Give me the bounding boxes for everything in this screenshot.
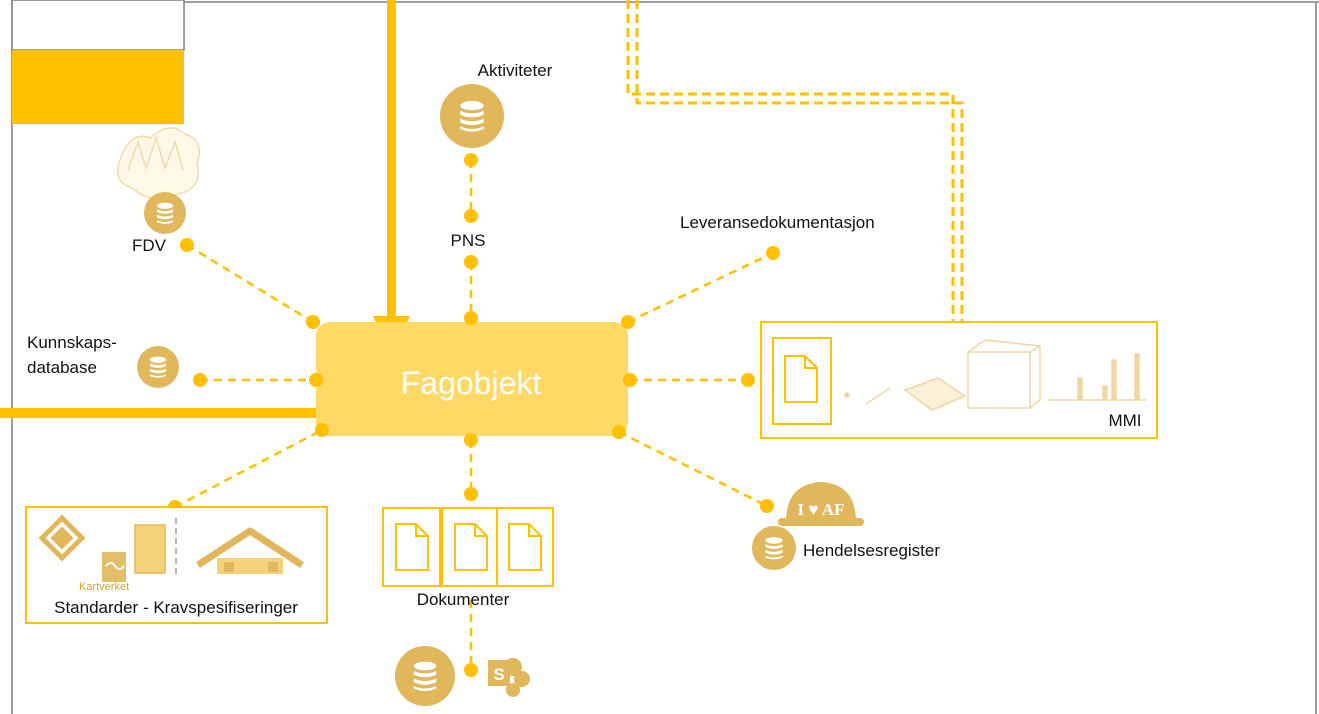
house-icon bbox=[196, 527, 304, 574]
connector-dots bbox=[168, 153, 780, 677]
leveranse-label: Leveransedokumentasjon bbox=[680, 213, 875, 232]
header-accent-block bbox=[12, 50, 184, 124]
helmet-icon: I ♥ AF bbox=[778, 482, 864, 526]
kunnskaps-label-line2: database bbox=[27, 358, 97, 377]
dokumenter-label: Dokumenter bbox=[417, 590, 510, 609]
dokumenter-node: Dokumenter bbox=[382, 507, 554, 609]
map-illustration-icon bbox=[117, 127, 200, 200]
mmi-box: MMI bbox=[760, 321, 1158, 439]
aktiviteter-label: Aktiviteter bbox=[478, 61, 553, 80]
book-icon bbox=[134, 524, 166, 574]
page-frame bbox=[11, 0, 1319, 714]
hendelses-label: Hendelsesregister bbox=[803, 541, 940, 560]
fdv-label: FDV bbox=[132, 236, 167, 255]
wave-logo-icon bbox=[102, 552, 126, 582]
document-icon bbox=[508, 523, 542, 571]
aktiviteter-node: Aktiviteter bbox=[440, 61, 553, 148]
standarder-label: Standarder - Kravspesifiseringer bbox=[54, 598, 298, 617]
fdv-node: FDV bbox=[117, 127, 200, 255]
helmet-text: I ♥ AF bbox=[798, 500, 845, 519]
connectors bbox=[174, 160, 774, 670]
mmi-route bbox=[626, 0, 964, 322]
document-icon bbox=[454, 523, 488, 571]
kunnskaps-label-line1: Kunnskaps- bbox=[27, 333, 117, 352]
kunnskapsdatabase-node: Kunnskaps- database bbox=[27, 333, 179, 388]
document-icon bbox=[395, 523, 429, 571]
sharepoint-icon: S bbox=[488, 658, 530, 697]
mmi-label: MMI bbox=[1108, 411, 1141, 430]
fagobjekt-node: Fagobjekt bbox=[316, 322, 628, 436]
network-logo-icon bbox=[38, 514, 86, 562]
fagobjekt-label: Fagobjekt bbox=[401, 365, 542, 401]
hendelsesregister-node: I ♥ AF Hendelsesregister bbox=[752, 482, 940, 570]
geometry-icon bbox=[844, 339, 1146, 411]
dokumenter-storage: S bbox=[395, 646, 530, 706]
kartverket-label: Kartverket bbox=[79, 581, 129, 593]
document-icon bbox=[784, 355, 818, 403]
sharepoint-letter: S bbox=[493, 665, 504, 684]
standarder-box: Kartverket Standarder - Kravspesifiserin… bbox=[25, 506, 328, 624]
pns-label: PNS bbox=[451, 231, 486, 250]
